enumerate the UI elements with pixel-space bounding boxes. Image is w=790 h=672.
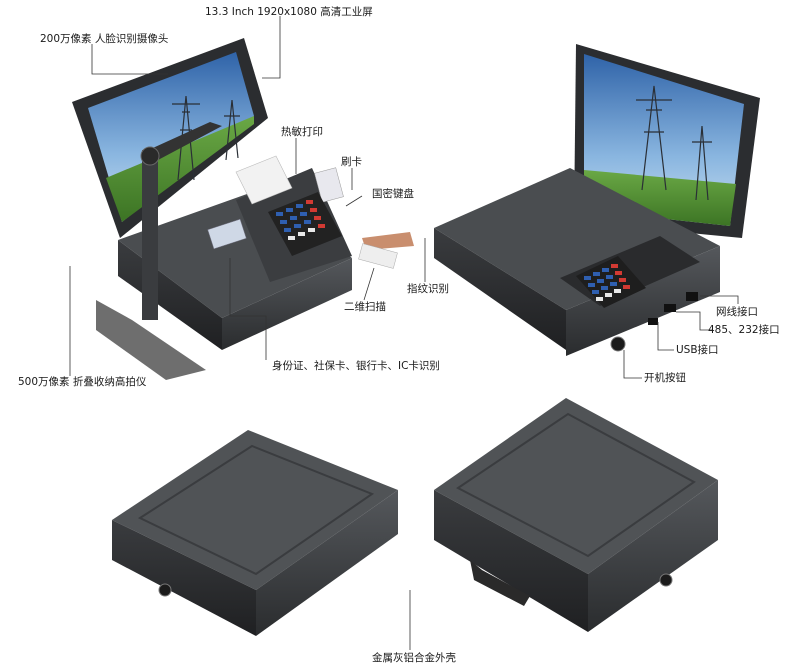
pylon-icon — [172, 95, 240, 181]
finger-illustration — [362, 232, 414, 250]
keypad-illustration — [576, 256, 646, 308]
power-button-icon — [158, 583, 172, 597]
keypad-key — [606, 275, 613, 279]
power-button-icon — [659, 573, 673, 587]
callout-card-reader: 身份证、社保卡、银行卡、IC卡识别 — [272, 360, 440, 372]
doc-camera-head — [144, 122, 222, 160]
closed-left-front — [256, 490, 398, 636]
keypad-key — [306, 200, 313, 204]
qr-slip — [358, 243, 398, 269]
pylon-icon — [636, 85, 712, 201]
keypad-key — [318, 224, 325, 228]
keypad-key — [597, 279, 604, 283]
keypad-key — [296, 204, 303, 208]
callout-face-camera: 200万像素 人脸识别摄像头 — [40, 33, 169, 45]
keypad-key — [614, 289, 621, 293]
right-base-side — [434, 228, 566, 350]
callout-thermal-printer: 热敏打印 — [281, 126, 323, 138]
keypad-key — [286, 208, 293, 212]
keypad-key — [588, 283, 595, 287]
keypad-key — [276, 212, 283, 216]
doc-camera-arm — [142, 150, 158, 320]
callout-doc-camera: 500万像素 折叠收纳高拍仪 — [18, 376, 147, 388]
keypad-key — [308, 228, 315, 232]
keypad-key — [290, 216, 297, 220]
keypad-key — [619, 278, 626, 282]
closed-right-side — [434, 490, 588, 632]
keypad-key — [601, 286, 608, 290]
keypad-key — [593, 272, 600, 276]
closed-left-side — [112, 520, 256, 636]
left-base-front — [222, 258, 352, 350]
closed-left-top — [112, 430, 398, 590]
keypad-key — [280, 220, 287, 224]
keypad-key — [284, 228, 291, 232]
callout-serial: 485、232接口 — [708, 324, 780, 336]
keypad-key — [294, 224, 301, 228]
id-card — [207, 218, 247, 250]
usb-port-icon — [648, 318, 658, 325]
keypad-key — [610, 282, 617, 286]
keypad-key — [300, 212, 307, 216]
keypad-key — [615, 271, 622, 275]
callout-fingerprint: 指纹识别 — [407, 283, 449, 295]
device-open-left — [72, 38, 414, 380]
doc-camera-base — [96, 300, 206, 380]
keypad-key — [288, 236, 295, 240]
callout-housing: 金属灰铝合金外壳 — [372, 652, 456, 664]
power-button-icon — [610, 336, 626, 352]
callout-keypad: 国密键盘 — [372, 188, 414, 200]
right-base-front — [566, 246, 720, 356]
keypad-key — [584, 276, 591, 280]
closed-right-top — [434, 398, 718, 574]
callout-lines — [69, 16, 739, 650]
keypad-key — [592, 290, 599, 294]
callout-qr-scan: 二维扫描 — [344, 301, 386, 313]
ethernet-port-icon — [686, 292, 698, 301]
serial-port-icon — [664, 304, 676, 312]
closed-right-front — [588, 480, 718, 632]
keypad-key — [611, 264, 618, 268]
bank-card — [314, 167, 344, 203]
callout-usb: USB接口 — [676, 344, 719, 356]
keypad-key — [314, 216, 321, 220]
printed-receipt — [235, 155, 293, 205]
keypad-illustration — [268, 192, 342, 256]
keypad-key — [602, 268, 609, 272]
callout-ethernet: 网线接口 — [716, 306, 758, 318]
callout-power: 开机按钮 — [644, 372, 686, 384]
device-closed-left — [112, 430, 398, 636]
keypad-key — [298, 232, 305, 236]
keypad-key — [605, 293, 612, 297]
keypad-key — [596, 297, 603, 301]
carry-handle-icon — [470, 560, 530, 606]
keypad-key — [623, 285, 630, 289]
keypad-key — [310, 208, 317, 212]
callout-card-swipe: 刷卡 — [341, 156, 362, 168]
callout-screen: 13.3 Inch 1920x1080 高清工业屏 — [205, 6, 373, 18]
device-open-right — [434, 44, 760, 356]
keypad-key — [304, 220, 311, 224]
device-closed-right — [434, 398, 718, 632]
